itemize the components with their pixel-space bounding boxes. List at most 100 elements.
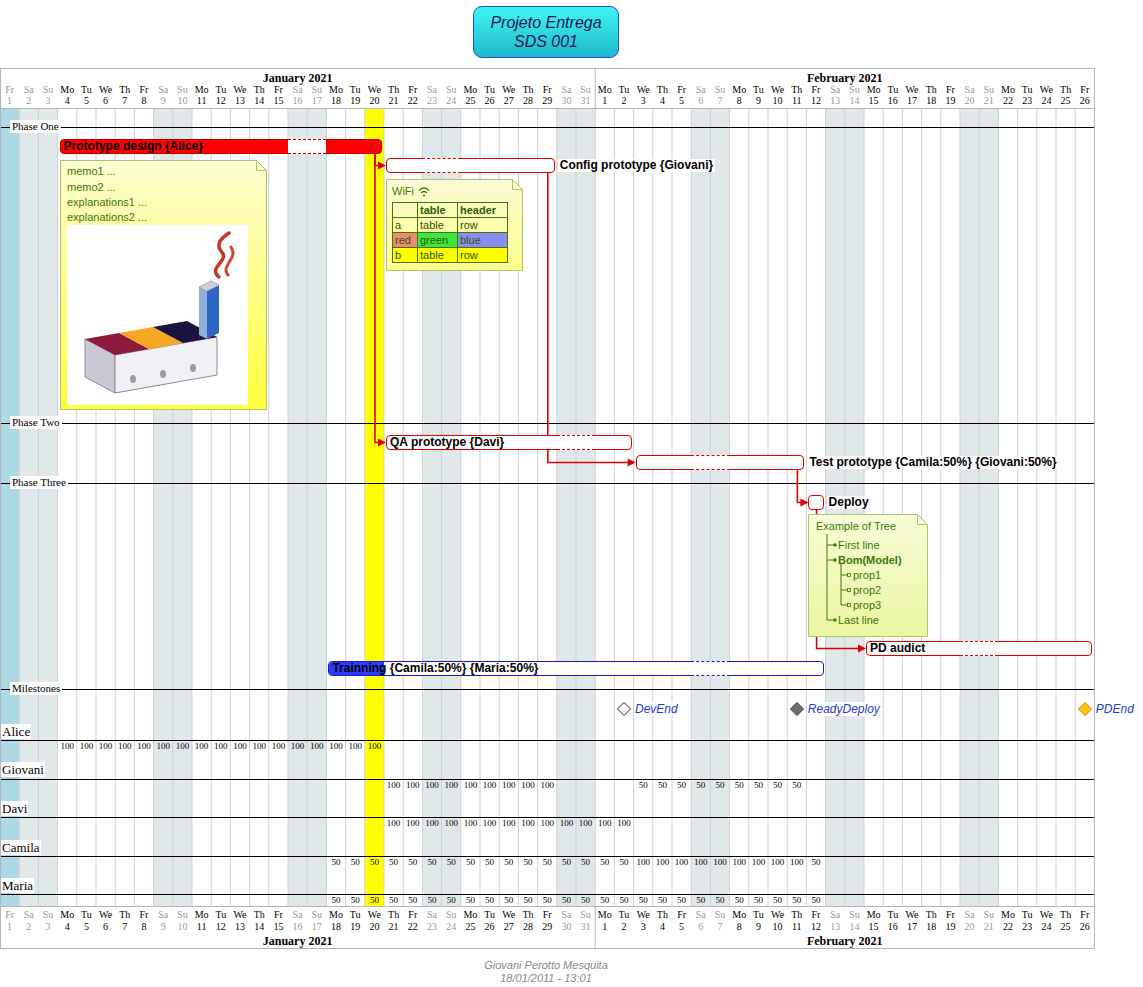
load-value: 50 (614, 857, 633, 867)
month-label: January 2021 (0, 934, 595, 948)
load-value: 100 (403, 780, 422, 790)
dependency-line (797, 470, 802, 503)
note: memo1 ...memo2 ...explanations1 ...expla… (60, 160, 267, 410)
load-value: 100 (77, 741, 96, 751)
arrow-head (378, 439, 386, 447)
day-column (365, 108, 384, 906)
image-ground (67, 225, 248, 405)
day-name: Mo (595, 84, 614, 96)
day-number: 17 (902, 95, 921, 107)
day-number: 5 (77, 921, 96, 933)
load-value: 100 (634, 857, 653, 867)
task-bar: Trainning {Camila:50%} {Maria:50%} (328, 661, 823, 676)
day-name: We (902, 909, 921, 921)
phase-label: Phase Three (10, 476, 68, 489)
phase-label: Phase Two (10, 416, 62, 429)
note-fold (513, 180, 523, 190)
day-number: 24 (442, 921, 461, 933)
day-name: Th (115, 84, 134, 96)
day-name: Tu (480, 909, 499, 921)
day-name: We (634, 909, 653, 921)
day-gridline (19, 108, 20, 906)
day-name: We (96, 909, 115, 921)
table-cell-text: table (420, 218, 444, 232)
day-name: Fr (134, 909, 153, 921)
day-gridline (576, 108, 577, 906)
table-cell: table (417, 202, 458, 218)
day-name: Fr (269, 84, 288, 96)
day-name: Sa (691, 84, 710, 96)
day-name: Sa (826, 84, 845, 96)
day-name: Su (576, 909, 595, 921)
day-column (576, 108, 595, 906)
day-name: Th (1056, 909, 1075, 921)
day-name: Fr (1075, 84, 1094, 96)
load-value: 50 (538, 857, 557, 867)
day-name: Mo (192, 84, 211, 96)
note-heading: Example of Tree (816, 519, 896, 533)
day-name: Mo (998, 909, 1017, 921)
arrow-head (858, 645, 866, 653)
day-number: 21 (384, 921, 403, 933)
table-cell-text: row (460, 248, 478, 262)
row-rule (0, 779, 1094, 780)
load-value: 100 (173, 741, 192, 751)
day-name: Su (845, 909, 864, 921)
note-fold (918, 515, 928, 525)
load-value: 50 (653, 780, 672, 790)
day-number: 12 (806, 921, 825, 933)
tree-branch (827, 545, 834, 546)
day-name: Sa (19, 84, 38, 96)
day-name: Mo (864, 84, 883, 96)
note-text: explanations2 ... (67, 210, 147, 224)
day-number: 22 (998, 95, 1017, 107)
dependency-line (548, 173, 630, 463)
day-number: 22 (998, 921, 1017, 933)
day-number: 13 (230, 95, 249, 107)
day-number: 30 (557, 921, 576, 933)
day-name: Tu (346, 909, 365, 921)
day-name: Th (787, 909, 806, 921)
tree-trunk (841, 564, 842, 605)
day-name: Tu (614, 909, 633, 921)
month-divider (595, 906, 596, 948)
day-number: 31 (576, 95, 595, 107)
arrow-head (628, 459, 636, 467)
weekend-gap (691, 455, 729, 470)
day-number: 18 (922, 921, 941, 933)
dependency-arrow (548, 173, 636, 467)
day-number: 2 (614, 95, 633, 107)
milestone: ReadyDeploy (790, 702, 804, 716)
load-value: 100 (499, 780, 518, 790)
load-value: 100 (422, 818, 441, 828)
load-value: 50 (672, 780, 691, 790)
table-cell-text: red (395, 233, 411, 247)
weekend-gap (691, 661, 729, 676)
day-number: 17 (307, 95, 326, 107)
day-name: Sa (826, 909, 845, 921)
day-number: 15 (269, 95, 288, 107)
day-gridline (595, 108, 596, 906)
load-value: 100 (192, 741, 211, 751)
day-number: 21 (979, 95, 998, 107)
load-value: 50 (614, 895, 633, 905)
load-value: 100 (134, 741, 153, 751)
day-number: 12 (211, 95, 230, 107)
note-text: explanations1 ... (67, 195, 147, 209)
load-value: 50 (346, 857, 365, 867)
title-text: Projeto Entrega SDS 001 (482, 13, 610, 51)
load-value: 50 (557, 895, 576, 905)
load-value: 100 (326, 741, 345, 751)
header-rule (0, 906, 1094, 907)
day-name: Su (38, 84, 57, 96)
milestone-label: ReadyDeploy (807, 702, 881, 716)
day-name: Th (787, 84, 806, 96)
load-value: 100 (653, 857, 672, 867)
note-text: memo1 ... (67, 164, 116, 178)
arrow-head (378, 162, 386, 170)
tree-dot (834, 619, 837, 622)
day-name: Sa (154, 84, 173, 96)
day-number: 1 (595, 95, 614, 107)
day-name: Mo (58, 909, 77, 921)
weekend-gap (288, 139, 326, 154)
